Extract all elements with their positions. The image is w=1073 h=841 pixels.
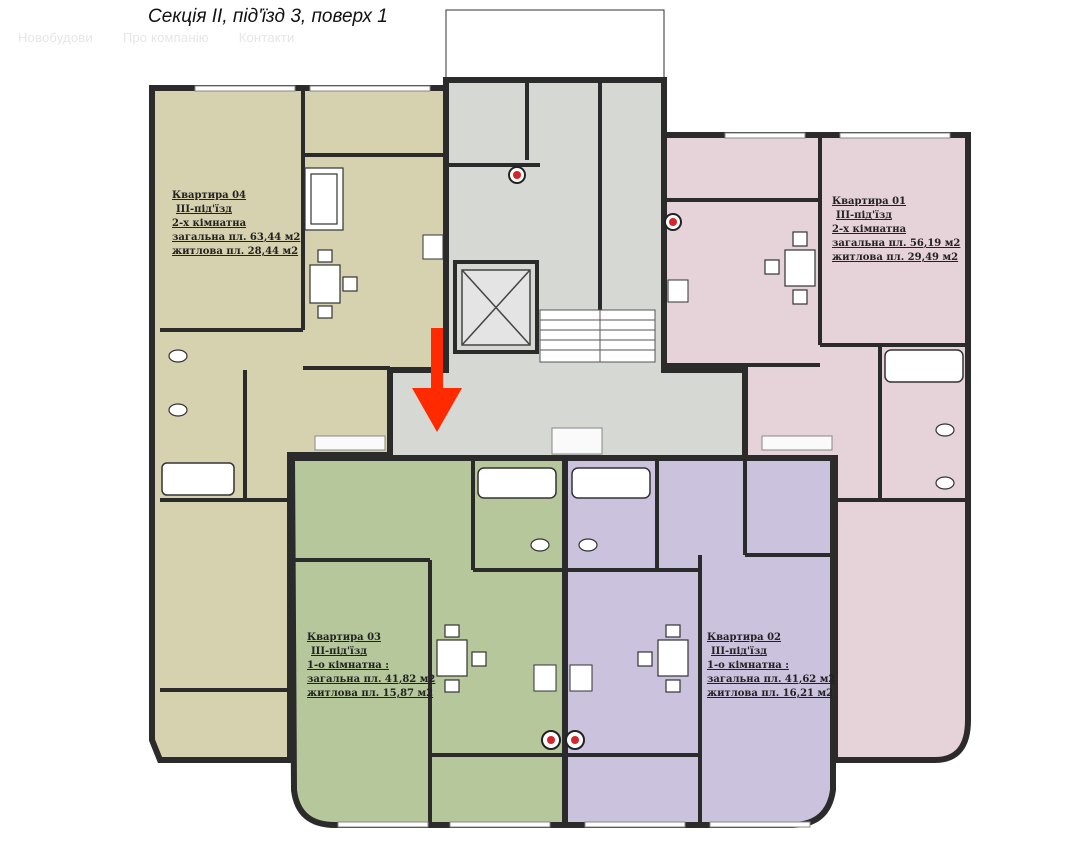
elevator-shaft <box>461 269 531 346</box>
page-title: Секція II, під'їзд 3, поверх 1 <box>148 6 388 27</box>
bathtub-icons <box>161 349 964 499</box>
nav-link-about-company[interactable]: Про компанію <box>122 30 209 45</box>
toilet-icons <box>168 349 955 552</box>
apt01-walls <box>664 135 968 502</box>
svg-text:1-о кімнатна :: 1-о кімнатна : <box>707 660 789 671</box>
staircase <box>539 309 656 363</box>
apt02-label: Квартира 02 III-під'їзд 1-о кімнатна : з… <box>707 632 835 699</box>
svg-text:житлова пл. 15,87 м2: житлова пл. 15,87 м2 <box>307 688 433 699</box>
svg-text:загальна пл. 63,44 м2: загальна пл. 63,44 м2 <box>172 232 300 243</box>
svg-text:житлова пл. 16,21 м2: житлова пл. 16,21 м2 <box>707 688 833 699</box>
svg-text:Квартира 03: Квартира 03 <box>307 632 381 643</box>
svg-text:III-під'їзд: III-під'їзд <box>711 646 767 657</box>
svg-text:2-х кімнатна: 2-х кімнатна <box>832 224 907 235</box>
apt03-label: Квартира 03 III-під'їзд 1-о кімнатна : з… <box>307 632 435 699</box>
svg-text:2-х кімнатна: 2-х кімнатна <box>172 218 247 229</box>
window-strips <box>194 85 951 828</box>
svg-text:загальна пл. 41,62 м2: загальна пл. 41,62 м2 <box>707 674 835 685</box>
svg-text:житлова пл. 29,49 м2: житлова пл. 29,49 м2 <box>832 252 958 263</box>
apt04-label: Квартира 04 III-під'їзд 2-х кімнатна заг… <box>172 190 300 257</box>
svg-text:Квартира 01: Квартира 01 <box>832 196 906 207</box>
core-walls <box>446 80 602 354</box>
svg-text:Квартира 02: Квартира 02 <box>707 632 781 643</box>
apt04-walls <box>160 88 446 692</box>
svg-text:Квартира 04: Квартира 04 <box>172 190 246 201</box>
apt01-label: Квартира 01 III-під'їзд 2-х кімнатна заг… <box>832 196 960 263</box>
svg-text:III-під'їзд: III-під'їзд <box>176 204 232 215</box>
roof-shaft-outline <box>445 9 665 81</box>
ventilation-fan-icons <box>508 166 682 750</box>
nav-link-contacts[interactable]: Контакти <box>238 30 295 45</box>
svg-text:загальна пл. 56,19 м2: загальна пл. 56,19 м2 <box>832 238 960 249</box>
top-navigation: Новобудови Про компанію Контакти <box>18 30 294 50</box>
svg-text:III-під'їзд: III-під'їзд <box>836 210 892 221</box>
nav-link-new-buildings[interactable]: Новобудови <box>18 30 93 45</box>
svg-text:житлова пл. 28,44 м2: житлова пл. 28,44 м2 <box>172 246 298 257</box>
svg-text:загальна пл. 41,82 м2: загальна пл. 41,82 м2 <box>307 674 435 685</box>
stove-icons <box>422 234 689 692</box>
svg-text:III-під'їзд: III-під'їзд <box>311 646 367 657</box>
sofa-icon <box>304 167 344 231</box>
lower-apartment-walls <box>292 458 833 825</box>
svg-text:1-о кімнатна :: 1-о кімнатна : <box>307 660 389 671</box>
dining-table-icons <box>309 231 816 693</box>
entrance-arrow-icon <box>412 328 462 432</box>
